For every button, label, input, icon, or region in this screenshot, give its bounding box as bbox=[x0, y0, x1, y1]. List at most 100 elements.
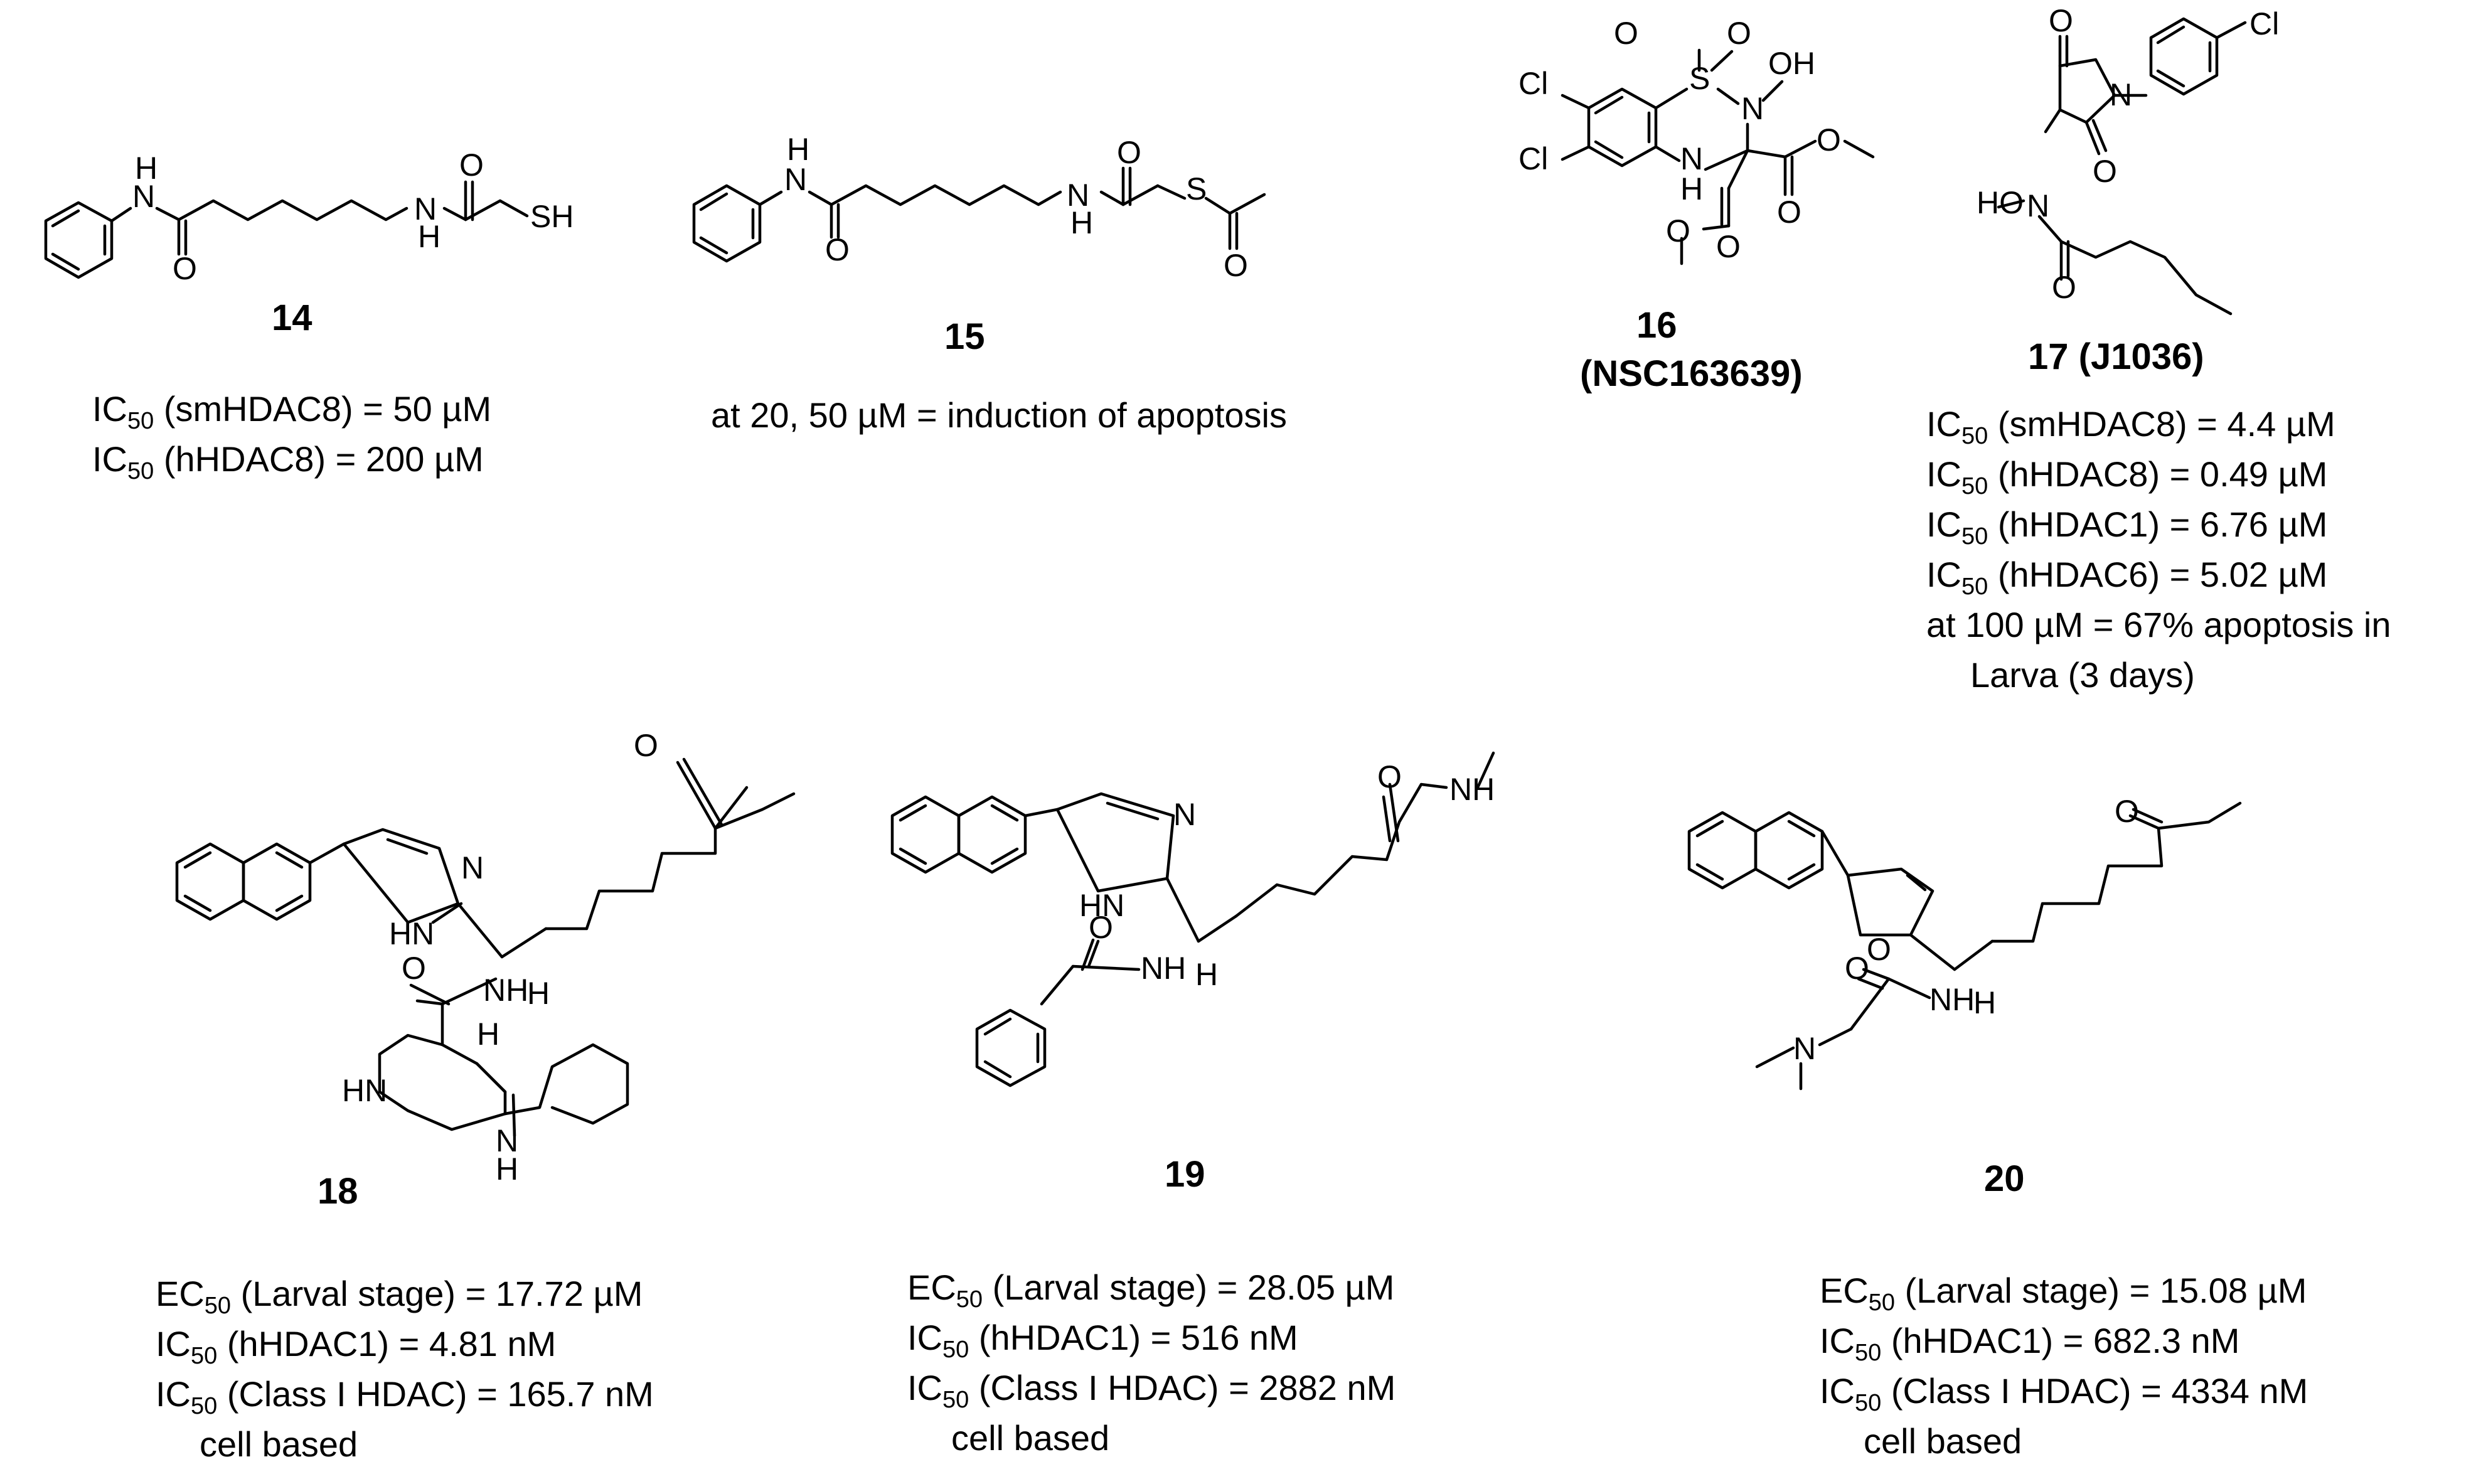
activity-line: IC50 (hHDAC1) = 682.3 nM bbox=[1820, 1321, 2240, 1366]
structure-16 bbox=[1561, 48, 1875, 265]
atom-label: Cl bbox=[2249, 6, 2279, 41]
atom-label: O bbox=[2115, 794, 2139, 829]
atom-label: N bbox=[414, 191, 437, 227]
atom-label: O bbox=[1845, 951, 1869, 986]
compound-id: 14 bbox=[272, 297, 312, 338]
atom-label: O bbox=[1867, 932, 1891, 967]
activity-block: EC50 (Larval stage) = 17.72 µM IC50 (hHD… bbox=[156, 1269, 654, 1470]
atom-label: S bbox=[1186, 171, 1207, 206]
compound-id: 17 (J1036) bbox=[2028, 336, 2204, 377]
activity-block: EC50 (Larval stage) = 15.08 µM IC50 (hHD… bbox=[1820, 1266, 2308, 1466]
structure-20 bbox=[1687, 801, 2242, 1091]
atom-label: N bbox=[1067, 178, 1089, 213]
atom-label: O bbox=[2093, 154, 2117, 189]
activity-line: IC50 (hHDAC1) = 6.76 µM bbox=[1926, 504, 2328, 550]
atom-label: O bbox=[402, 951, 426, 986]
activity-line: cell based bbox=[951, 1418, 1110, 1458]
structure-19 bbox=[890, 751, 1495, 1087]
atom-label: H bbox=[418, 219, 440, 254]
atom-label: HN bbox=[342, 1073, 387, 1108]
atom-label: H bbox=[477, 1017, 499, 1052]
atom-label: NH bbox=[1141, 951, 1186, 986]
atom-label: O bbox=[173, 251, 197, 286]
atom-label: N bbox=[496, 1123, 518, 1158]
activity-line: cell based bbox=[200, 1424, 358, 1464]
atom-label: N bbox=[1741, 91, 1764, 126]
activity-line: IC50 (Class I HDAC) = 2882 nM bbox=[907, 1368, 1396, 1413]
activity-line: IC50 (hHDAC6) = 5.02 µM bbox=[1926, 555, 2328, 600]
atom-label: N bbox=[1173, 797, 1196, 832]
atom-label: SH bbox=[530, 199, 574, 234]
structure-14 bbox=[44, 180, 529, 279]
atom-label: Cl bbox=[1518, 141, 1548, 176]
compound-id: 18 bbox=[318, 1171, 358, 1212]
structure-15 bbox=[692, 166, 1266, 263]
atom-label: H bbox=[496, 1151, 518, 1187]
activity-line: EC50 (Larval stage) = 17.72 µM bbox=[156, 1274, 643, 1319]
atom-label: HN bbox=[389, 916, 434, 951]
activity-block: IC50 (smHDAC8) = 50 µM IC50 (hHDAC8) = 2… bbox=[92, 384, 491, 484]
atom-label: N bbox=[1793, 1031, 1816, 1066]
activity-line: EC50 (Larval stage) = 15.08 µM bbox=[1820, 1271, 2307, 1316]
atom-label: OH bbox=[1768, 46, 1815, 81]
atom-label: H bbox=[1070, 205, 1093, 240]
atom-label: O bbox=[2049, 3, 2073, 38]
compound-alias: (NSC163639) bbox=[1580, 353, 1803, 394]
atom-label: Cl bbox=[1518, 66, 1548, 101]
atom-label: O bbox=[1089, 910, 1113, 945]
activity-line: IC50 (Class I HDAC) = 4334 nM bbox=[1820, 1371, 2308, 1416]
activity-block: at 20, 50 µM = induction of apoptosis bbox=[711, 390, 1287, 440]
structure-18 bbox=[175, 757, 796, 1138]
activity-block: IC50 (smHDAC8) = 4.4 µM IC50 (hHDAC8) = … bbox=[1926, 399, 2391, 700]
atom-label: H bbox=[527, 976, 550, 1011]
atom-label: H bbox=[1195, 957, 1218, 992]
atom-label: H bbox=[787, 132, 809, 167]
activity-line: EC50 (Larval stage) = 28.05 µM bbox=[907, 1268, 1395, 1313]
atom-label: NH bbox=[1449, 772, 1495, 807]
atom-label: N bbox=[2110, 77, 2132, 112]
activity-line: IC50 (hHDAC8) = 0.49 µM bbox=[1926, 454, 2328, 499]
atom-label: H bbox=[1973, 985, 1996, 1020]
activity-line: at 20, 50 µM = induction of apoptosis bbox=[711, 395, 1287, 435]
atom-label: N bbox=[2027, 188, 2049, 223]
atom-label: HO bbox=[1977, 185, 2024, 220]
atom-label: O bbox=[459, 147, 484, 183]
atom-label: N bbox=[784, 162, 807, 197]
activity-line: cell based bbox=[1864, 1421, 2022, 1461]
atom-label: NH bbox=[1929, 982, 1975, 1017]
activity-line: IC50 (hHDAC1) = 4.81 nM bbox=[156, 1324, 557, 1369]
compound-id: 15 bbox=[944, 316, 985, 357]
activity-line: IC50 (hHDAC8) = 200 µM bbox=[92, 439, 484, 484]
atom-label: O bbox=[1777, 195, 1801, 230]
activity-line: at 100 µM = 67% apoptosis in bbox=[1926, 605, 2391, 644]
atom-label: O bbox=[1727, 16, 1751, 51]
atom-label: H bbox=[135, 151, 157, 186]
atom-label: O bbox=[1224, 248, 1248, 283]
atom-label: O bbox=[1817, 122, 1841, 157]
atom-labels: H N O N H O SH H N O N H O S O Cl Cl O O… bbox=[132, 3, 2279, 1187]
activity-line: IC50 (hHDAC1) = 516 nM bbox=[907, 1318, 1298, 1363]
atom-label: O bbox=[634, 728, 658, 763]
activity-line: IC50 (smHDAC8) = 50 µM bbox=[92, 389, 492, 434]
atom-label: HN bbox=[1079, 888, 1124, 923]
atom-label: S bbox=[1689, 61, 1710, 96]
atom-label: N bbox=[461, 850, 484, 885]
atom-label: O bbox=[825, 232, 850, 267]
activity-block: EC50 (Larval stage) = 28.05 µM IC50 (hHD… bbox=[907, 1262, 1395, 1463]
activity-line: IC50 (smHDAC8) = 4.4 µM bbox=[1926, 404, 2335, 449]
atom-label: N bbox=[132, 179, 155, 214]
atom-label: O bbox=[2052, 270, 2076, 305]
activity-line: IC50 (Class I HDAC) = 165.7 nM bbox=[156, 1374, 654, 1419]
atom-label: O bbox=[1117, 135, 1141, 170]
atom-label: O bbox=[1716, 229, 1741, 264]
compound-id: 19 bbox=[1165, 1154, 1205, 1195]
atom-label: O bbox=[1614, 16, 1638, 51]
compound-id: 16 bbox=[1636, 305, 1677, 346]
compound-id: 20 bbox=[1984, 1158, 2025, 1199]
atom-label: O bbox=[1377, 759, 1402, 794]
atom-label: H bbox=[1680, 171, 1703, 206]
activity-line: Larva (3 days) bbox=[1970, 655, 2195, 695]
atom-label: NH bbox=[483, 973, 528, 1008]
atom-label: N bbox=[1680, 141, 1703, 176]
